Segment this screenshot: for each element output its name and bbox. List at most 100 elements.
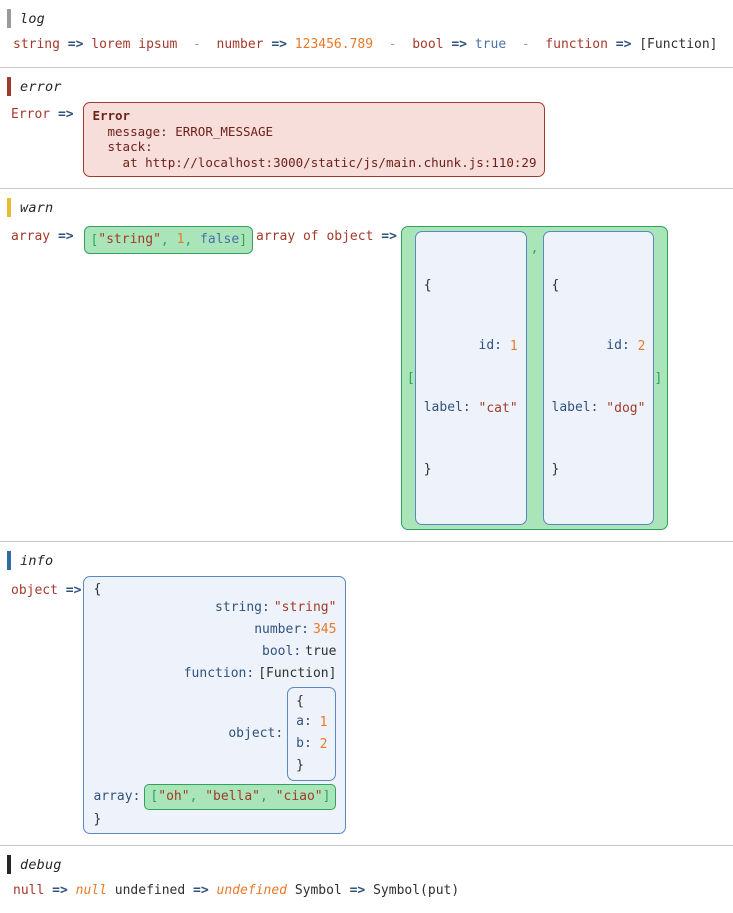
obj1-key-id: id:	[606, 338, 630, 353]
log-value-string: lorem ipsum	[91, 37, 178, 52]
debug-value-null: null	[75, 883, 107, 898]
section-label-info: info	[20, 552, 54, 569]
obj1-field-id: id: 2	[552, 336, 646, 358]
warn-array-entry: array => ["string", 1, false]	[11, 226, 256, 254]
log-arrow-string: =>	[67, 37, 84, 52]
error-box-stack-frame: at http://localhost:3000/static/js/main.…	[92, 154, 537, 170]
section-label-debug: debug	[20, 856, 62, 873]
info-object-entry: object => { string: "string" number: 345…	[11, 576, 347, 834]
error-detail-box[interactable]: Error message: ERROR_MESSAGE stack: at h…	[83, 102, 546, 177]
nested-array-comma-0: ,	[189, 789, 206, 804]
warn-array-of-object-entry: array of object => [ { id: 1 label: "cat…	[256, 226, 669, 530]
log-value-number: 123456.789	[294, 37, 374, 52]
info-val-number: 345	[312, 622, 337, 637]
section-body-error: Error => Error message: ERROR_MESSAGE st…	[0, 102, 733, 188]
nested-val-b: 2	[319, 737, 328, 752]
log-value-bool: true	[474, 37, 507, 52]
info-field-function: function: [Function]	[93, 663, 337, 685]
nested-array-comma-1: ,	[260, 789, 276, 804]
warn-arrobj-container[interactable]: [ { id: 1 label: "cat" } , { id: 2 label…	[400, 226, 669, 530]
error-entry: Error => Error message: ERROR_MESSAGE st…	[11, 102, 546, 177]
log-key-string: string	[13, 37, 60, 52]
info-field-bool: bool: true	[93, 641, 336, 663]
section-bar-debug	[7, 855, 11, 874]
obj0-val-label: "cat"	[478, 401, 518, 416]
info-object-box[interactable]: { string: "string" number: 345 bool: tru…	[83, 576, 347, 834]
section-body-debug: null => null undefined => undefined Symb…	[0, 880, 733, 913]
error-box-title: Error	[92, 108, 131, 123]
log-separator-1: -	[193, 37, 201, 52]
warn-array-key: array	[11, 229, 51, 244]
arrobj-object-1[interactable]: { id: 2 label: "dog" }	[542, 231, 655, 525]
console-section-warn: warn array => ["string", 1, false] array…	[0, 189, 733, 542]
debug-arrow-symbol: =>	[349, 883, 366, 898]
obj1-close-brace: }	[551, 462, 560, 477]
debug-key-null: null	[13, 883, 45, 898]
info-nested-array-box[interactable]: ["oh", "bella", "ciao"]	[144, 784, 337, 810]
info-field-string: string: "string"	[93, 597, 336, 619]
console-section-info: info object => { string: "string" number…	[0, 542, 733, 846]
warn-array-value[interactable]: ["string", 1, false]	[84, 226, 254, 254]
obj1-field-label: label: "dog"	[552, 398, 646, 420]
section-header-error: error	[0, 68, 733, 102]
section-header-debug: debug	[0, 846, 733, 880]
array-item-1: 1	[176, 232, 185, 247]
warn-array-arrow: =>	[57, 229, 74, 244]
log-key-number: number	[216, 37, 264, 52]
info-val-bool: true	[305, 644, 337, 659]
log-arrow-bool: =>	[451, 37, 468, 52]
error-box-message: message: ERROR_MESSAGE	[92, 123, 274, 139]
array-item-0: "string"	[98, 232, 161, 247]
section-body-info: object => { string: "string" number: 345…	[0, 576, 733, 845]
section-header-warn: warn	[0, 189, 733, 223]
warn-arrobj-key: array of object	[256, 229, 374, 244]
arrobj-close-bracket: ]	[654, 370, 663, 386]
nested-array-item-2: "ciao"	[275, 789, 323, 804]
obj0-val-id: 1	[509, 339, 518, 354]
section-header-log: log	[0, 0, 733, 34]
debug-key-undefined: undefined	[114, 883, 186, 898]
section-body-warn: array => ["string", 1, false] array of o…	[0, 223, 733, 541]
obj1-val-id: 2	[637, 339, 646, 354]
console-section-log: log string => lorem ipsum - number => 12…	[0, 0, 733, 68]
debug-value-symbol: Symbol(put)	[373, 883, 460, 898]
nested-key-a: a:	[296, 714, 312, 729]
obj0-close-brace: }	[423, 462, 432, 477]
section-bar-info	[7, 551, 11, 570]
info-nested-object-box[interactable]: { a: 1 b: 2 }	[287, 687, 337, 781]
section-label-error: error	[20, 78, 62, 95]
warn-arrobj-arrow: =>	[381, 229, 397, 244]
log-entry-line: string => lorem ipsum - number => 123456…	[11, 34, 718, 56]
log-arrow-function: =>	[615, 37, 632, 52]
debug-arrow-undefined: =>	[193, 883, 209, 898]
info-object-arrow: =>	[65, 583, 82, 598]
section-bar-warn	[7, 198, 11, 217]
debug-key-symbol: Symbol	[294, 883, 342, 898]
info-close-brace: }	[93, 812, 102, 827]
nested-array-item-0: "oh"	[158, 789, 190, 804]
log-separator-2: -	[388, 37, 397, 52]
nested-field-b: b: 2	[296, 734, 327, 756]
log-value-function: [Function]	[639, 37, 718, 52]
array-open-bracket: [	[90, 232, 99, 248]
nested-array-open-bracket: [	[150, 789, 159, 804]
log-key-bool: bool	[412, 37, 444, 52]
error-box-stack-label: stack:	[92, 139, 153, 154]
nested-field-a: a: 1	[296, 712, 327, 734]
nested-close-brace: }	[296, 758, 304, 773]
obj0-key-label: label:	[423, 400, 471, 415]
arrobj-object-0[interactable]: { id: 1 label: "cat" }	[414, 231, 527, 525]
info-key-bool: bool:	[262, 644, 302, 659]
log-arrow-number: =>	[271, 37, 287, 52]
section-body-log: string => lorem ipsum - number => 123456…	[0, 34, 733, 67]
info-field-nested-object: object: { a: 1 b: 2 }	[93, 687, 337, 781]
console-section-error: error Error => Error message: ERROR_MESS…	[0, 68, 733, 189]
info-key-nested-array: array:	[93, 789, 141, 804]
info-field-number: number: 345	[93, 619, 336, 641]
error-arrow: =>	[57, 107, 74, 122]
log-separator-3: -	[521, 37, 530, 52]
info-key-nested-object: object:	[228, 726, 284, 741]
obj0-open-brace: {	[423, 278, 432, 293]
nested-open-brace: {	[296, 694, 304, 709]
